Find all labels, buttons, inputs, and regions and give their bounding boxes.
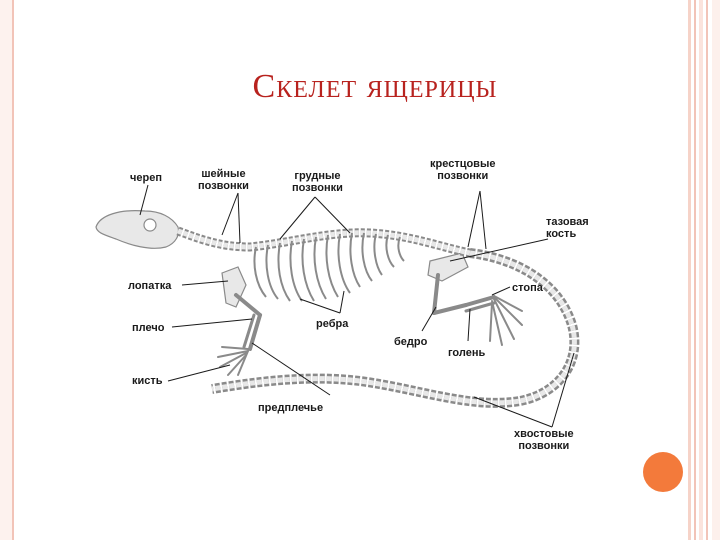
accent-circle — [643, 452, 683, 492]
label-cervical-vertebrae: шейные позвонки — [198, 168, 249, 192]
slide-right-border — [688, 0, 720, 540]
skull-bone — [95, 210, 180, 249]
label-ribs: ребра — [316, 318, 349, 330]
label-pelvis: тазовая кость — [546, 216, 589, 240]
label-forearm: предплечье — [258, 402, 324, 414]
label-sacral-vertebrae: крестцовые позвонки — [430, 158, 496, 182]
ribs — [253, 232, 405, 302]
label-scapula: лопатка — [128, 280, 172, 292]
lizard-skeleton-diagram — [95, 184, 580, 428]
slide-title: Скелет ящерицы — [252, 68, 498, 105]
label-hand: кисть — [132, 375, 163, 387]
hindlimb — [432, 273, 523, 346]
slide-left-border — [0, 0, 14, 540]
label-caudal-vertebrae: хвостовые позвонки — [514, 428, 574, 452]
label-foot: стопа — [512, 282, 543, 294]
label-shoulder: плечо — [132, 322, 165, 334]
label-shin: голень — [448, 347, 486, 359]
pelvis-bone — [427, 252, 469, 282]
label-femur: бедро — [394, 336, 428, 348]
forelimb — [217, 293, 262, 376]
leader-lines — [139, 184, 575, 428]
label-thoracic-vertebrae: грудные позвонки — [292, 170, 343, 194]
label-skull: череп — [130, 172, 162, 184]
